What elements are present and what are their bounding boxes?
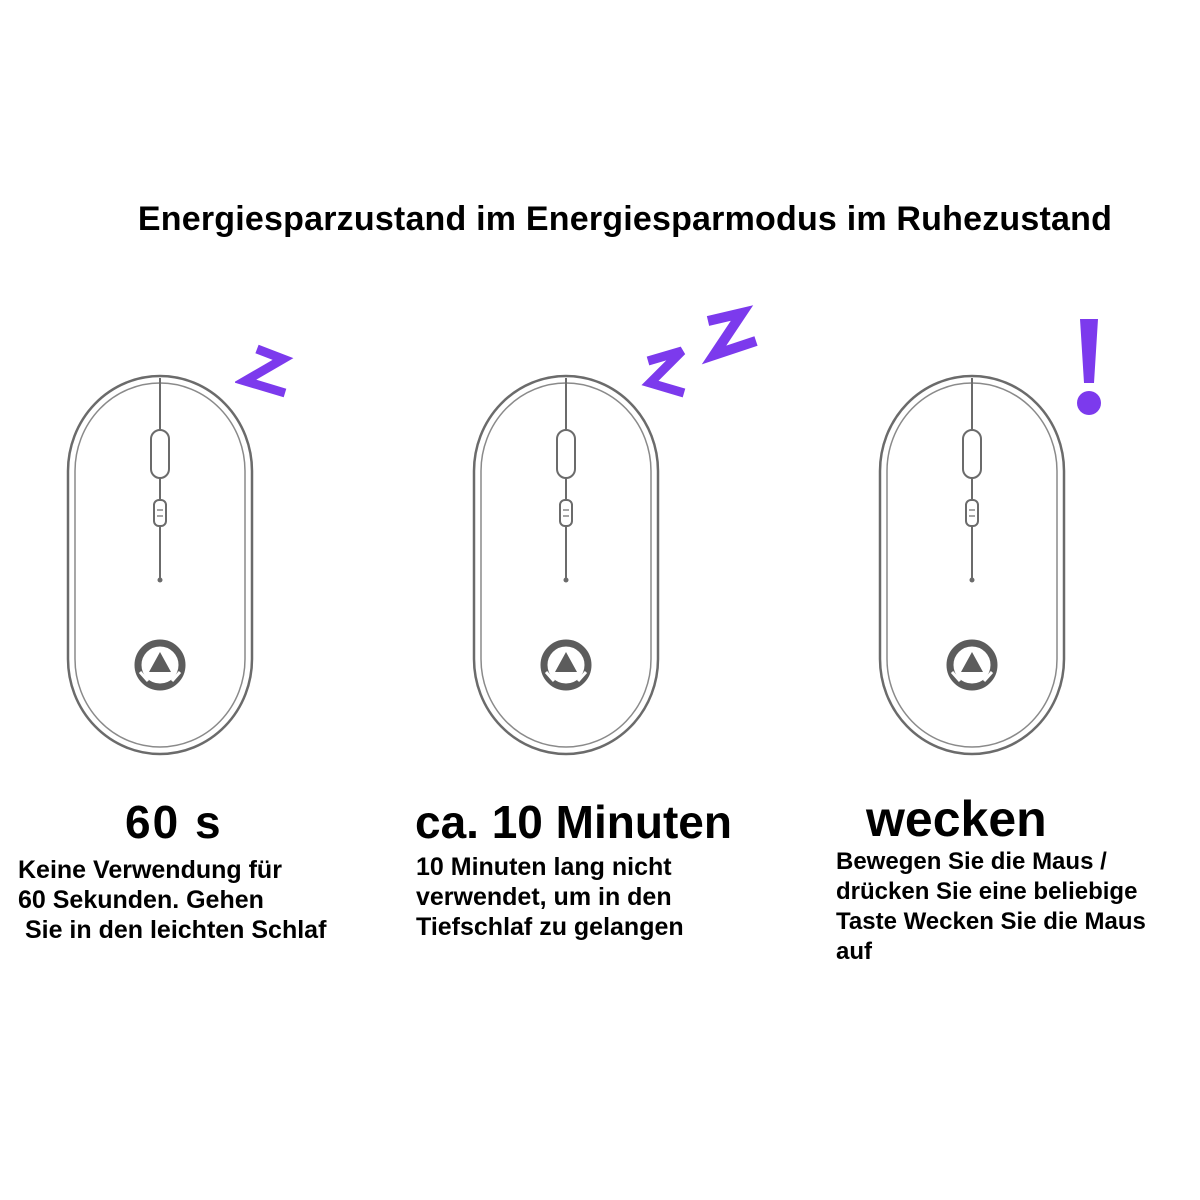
mouse-illustration-deep-sleep: [466, 370, 666, 760]
deep-sleep-zz-icon: [641, 305, 758, 398]
stage-heading: wecken: [866, 791, 1047, 847]
exclamation-icon: [1077, 319, 1101, 415]
mouse-illustration-wake: [872, 370, 1072, 760]
mouse-icon: [472, 374, 660, 756]
stage-description: 10 Minuten lang nicht verwendet, um in d…: [416, 852, 684, 942]
description-line: auf: [836, 938, 872, 965]
mouse-icon: [878, 374, 1066, 756]
mouse-icon: [66, 374, 254, 756]
description-line: Keine Verwendung für: [18, 856, 282, 884]
description-line: drücken Sie eine beliebige: [836, 878, 1138, 905]
description-line: verwendet, um in den: [416, 883, 672, 911]
sleep-z-icon: [235, 344, 294, 398]
diagram-title: Energiesparzustand im Energiesparmodus i…: [137, 200, 1113, 238]
description-line: Sie in den leichten Schlaf: [18, 916, 327, 944]
stage-description: Keine Verwendung für 60 Sekunden. Gehen …: [18, 855, 326, 945]
stage-heading: 60 s: [125, 796, 223, 848]
description-line: Tiefschlaf zu gelangen: [416, 913, 684, 941]
description-line: Bewegen Sie die Maus /: [836, 848, 1107, 875]
mouse-illustration-light-sleep: [60, 370, 260, 760]
stage-heading: ca. 10 Minuten: [415, 796, 732, 848]
stage-description: Bewegen Sie die Maus / drücken Sie eine …: [836, 847, 1146, 967]
description-line: 60 Sekunden. Gehen: [18, 886, 264, 914]
description-line: 10 Minuten lang nicht: [416, 853, 672, 881]
description-line: Taste Wecken Sie die Maus: [836, 908, 1146, 935]
